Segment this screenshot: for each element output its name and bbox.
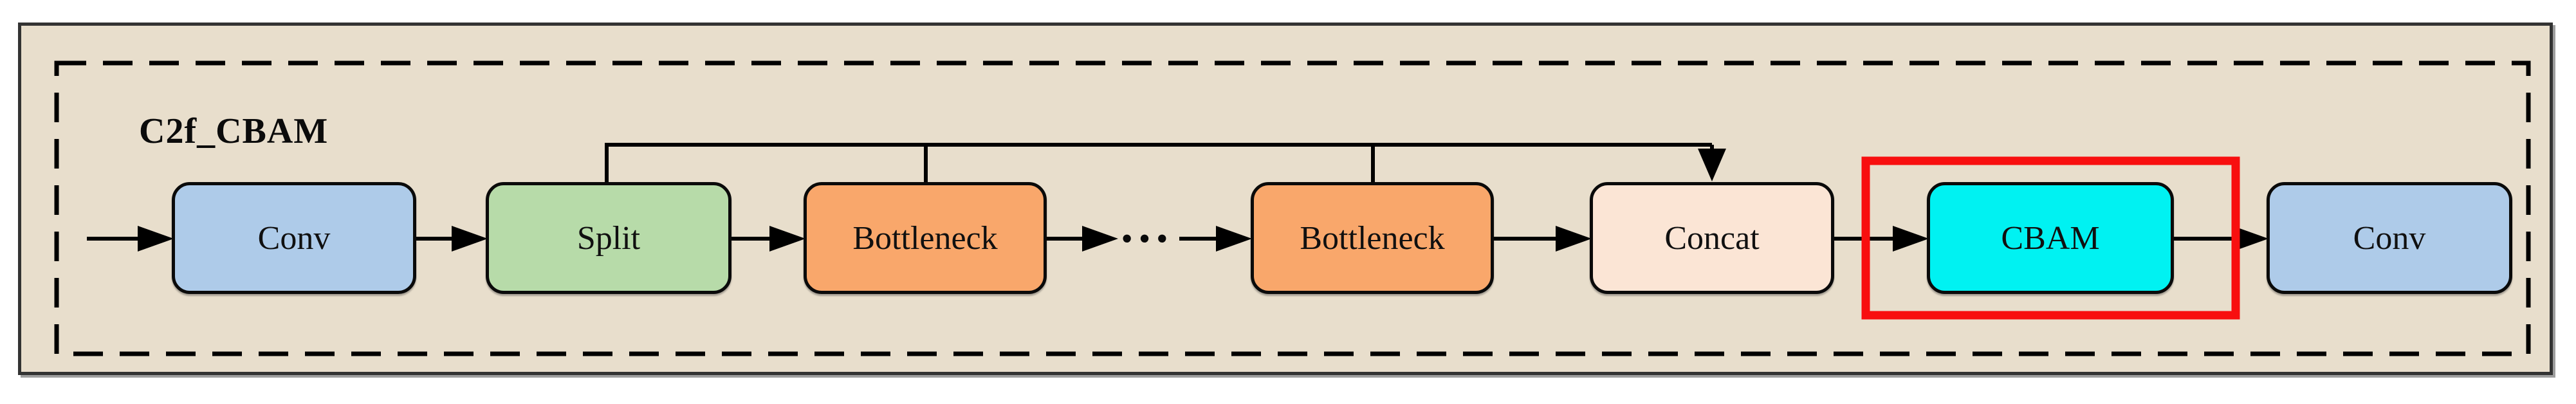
- cbam-highlight-box: [1861, 156, 2240, 320]
- flow-arrows: [87, 226, 2268, 252]
- node-bottleneck-2: Bottleneck: [1251, 182, 1494, 294]
- node-conv-output: Conv: [2267, 182, 2512, 294]
- arrow-bottleneck1-to-ellipsis: [1045, 226, 1118, 252]
- arrow-concat-to-cbam: [1834, 226, 1929, 252]
- node-cbam: CBAM: [1927, 182, 2174, 294]
- arrow-input: [87, 226, 174, 252]
- module-title: C2f_CBAM: [139, 111, 329, 151]
- arrow-ellipsis-to-bottleneck2: [1179, 226, 1252, 252]
- node-concat: Concat: [1590, 182, 1834, 294]
- arrow-split-to-bottleneck1: [730, 226, 805, 252]
- skip-arrowhead-into-concat: [1698, 149, 1726, 181]
- arrow-bottleneck2-to-concat: [1494, 226, 1592, 252]
- node-conv-input: Conv: [172, 182, 416, 294]
- arrow-cbam-to-conv: [2173, 226, 2268, 252]
- arrow-conv-to-split: [415, 226, 488, 252]
- dashed-boundary: [54, 60, 2531, 356]
- skip-connection: [605, 143, 1714, 182]
- node-ellipsis: ···: [1118, 211, 1172, 266]
- node-split: Split: [486, 182, 731, 294]
- node-bottleneck-1: Bottleneck: [804, 182, 1047, 294]
